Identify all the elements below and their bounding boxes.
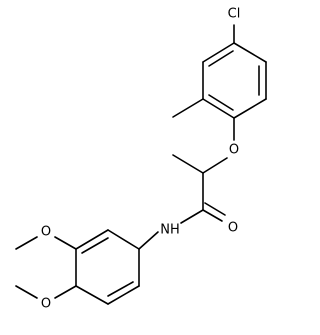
methoxy-oxygen-label: O (41, 297, 51, 312)
bond (202, 157, 228, 174)
structure-canvas: Cl O O NH O O (15, 7, 267, 312)
bond (107, 285, 140, 305)
bond (208, 94, 234, 111)
chlorophenyl-ring (202, 42, 267, 119)
bond (54, 236, 77, 250)
bond (75, 285, 109, 305)
amide-nitrogen-label: NH (160, 223, 180, 238)
bond (233, 98, 267, 119)
bond (202, 209, 223, 222)
bond (15, 285, 38, 299)
bond (172, 98, 204, 118)
methoxy-oxygen-label: O (41, 225, 51, 240)
bond (54, 285, 77, 299)
bond (172, 154, 204, 174)
bond (107, 229, 140, 250)
bond (107, 281, 134, 297)
carbonyl-oxygen-label: O (228, 221, 238, 236)
bond (180, 209, 204, 224)
bond (75, 229, 109, 250)
bond (15, 236, 38, 250)
bond (81, 237, 109, 254)
ether-oxygen-label: O (229, 143, 239, 158)
bond (204, 202, 226, 216)
chemical-structure: Cl O O NH O O (15, 7, 267, 312)
dimethoxyphenyl-ring (75, 229, 140, 305)
bond (233, 42, 267, 63)
bond (202, 98, 235, 119)
bond (208, 50, 234, 67)
bond (202, 42, 235, 63)
chlorine-atom-label: Cl (228, 7, 241, 22)
bond (138, 231, 159, 250)
